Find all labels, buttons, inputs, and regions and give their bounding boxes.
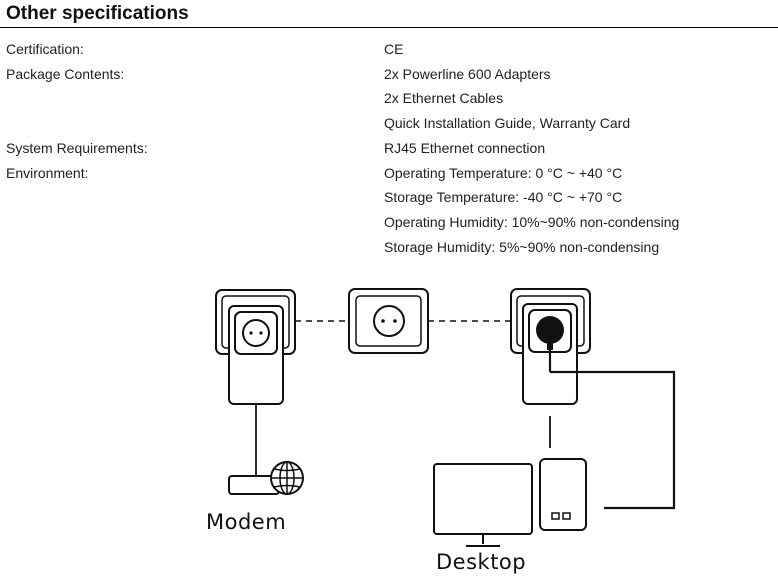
- spec-value: 2x Powerline 600 Adapters: [384, 65, 551, 82]
- wall-socket-icon: [348, 288, 429, 354]
- pc-tower-icon: [539, 458, 587, 531]
- plug-icon: [536, 316, 676, 510]
- modem-caption: Modem: [206, 510, 287, 534]
- spec-label: System Requirements:: [6, 139, 148, 156]
- spec-row-environment: Environment: Operating Temperature: 0 °C…: [0, 161, 778, 260]
- spec-label: Environment:: [6, 164, 89, 181]
- spec-table: Certification: CE Package Contents: 2x P…: [0, 37, 778, 259]
- spec-value: Operating Temperature: 0 °C ~ +40 °C: [384, 164, 623, 181]
- spec-label: Package Contents:: [6, 65, 125, 82]
- spec-values: RJ45 Ethernet connection: [384, 136, 778, 161]
- spec-value: Storage Temperature: -40 °C ~ +70 °C: [384, 189, 623, 206]
- spec-row-system-requirements: System Requirements: RJ45 Ethernet conne…: [0, 136, 778, 161]
- spec-row-certification: Certification: CE: [0, 37, 778, 62]
- desktop-caption: Desktop: [436, 550, 527, 574]
- spec-value: Storage Humidity: 5%~90% non-condensing: [384, 238, 660, 255]
- spec-value: Operating Humidity: 10%~90% non-condensi…: [384, 213, 680, 230]
- spec-label: Certification:: [6, 41, 84, 57]
- spec-values: Operating Temperature: 0 °C ~ +40 °C Sto…: [384, 161, 778, 260]
- spec-row-package-contents: Package Contents: 2x Powerline 600 Adapt…: [0, 62, 778, 136]
- section-title: Other specifications: [6, 3, 189, 24]
- spec-value: 2x Ethernet Cables: [384, 90, 504, 107]
- spec-values: 2x Powerline 600 Adapters 2x Ethernet Ca…: [384, 62, 778, 136]
- spec-value: Quick Installation Guide, Warranty Card: [384, 115, 631, 132]
- title-divider: [0, 27, 778, 28]
- spec-value: CE: [384, 41, 404, 57]
- monitor-icon: [433, 463, 533, 547]
- spec-values: CE: [384, 37, 778, 62]
- globe-icon: [270, 461, 304, 495]
- spec-value: RJ45 Ethernet connection: [384, 139, 546, 156]
- powerline-adapter-icon: [228, 305, 284, 405]
